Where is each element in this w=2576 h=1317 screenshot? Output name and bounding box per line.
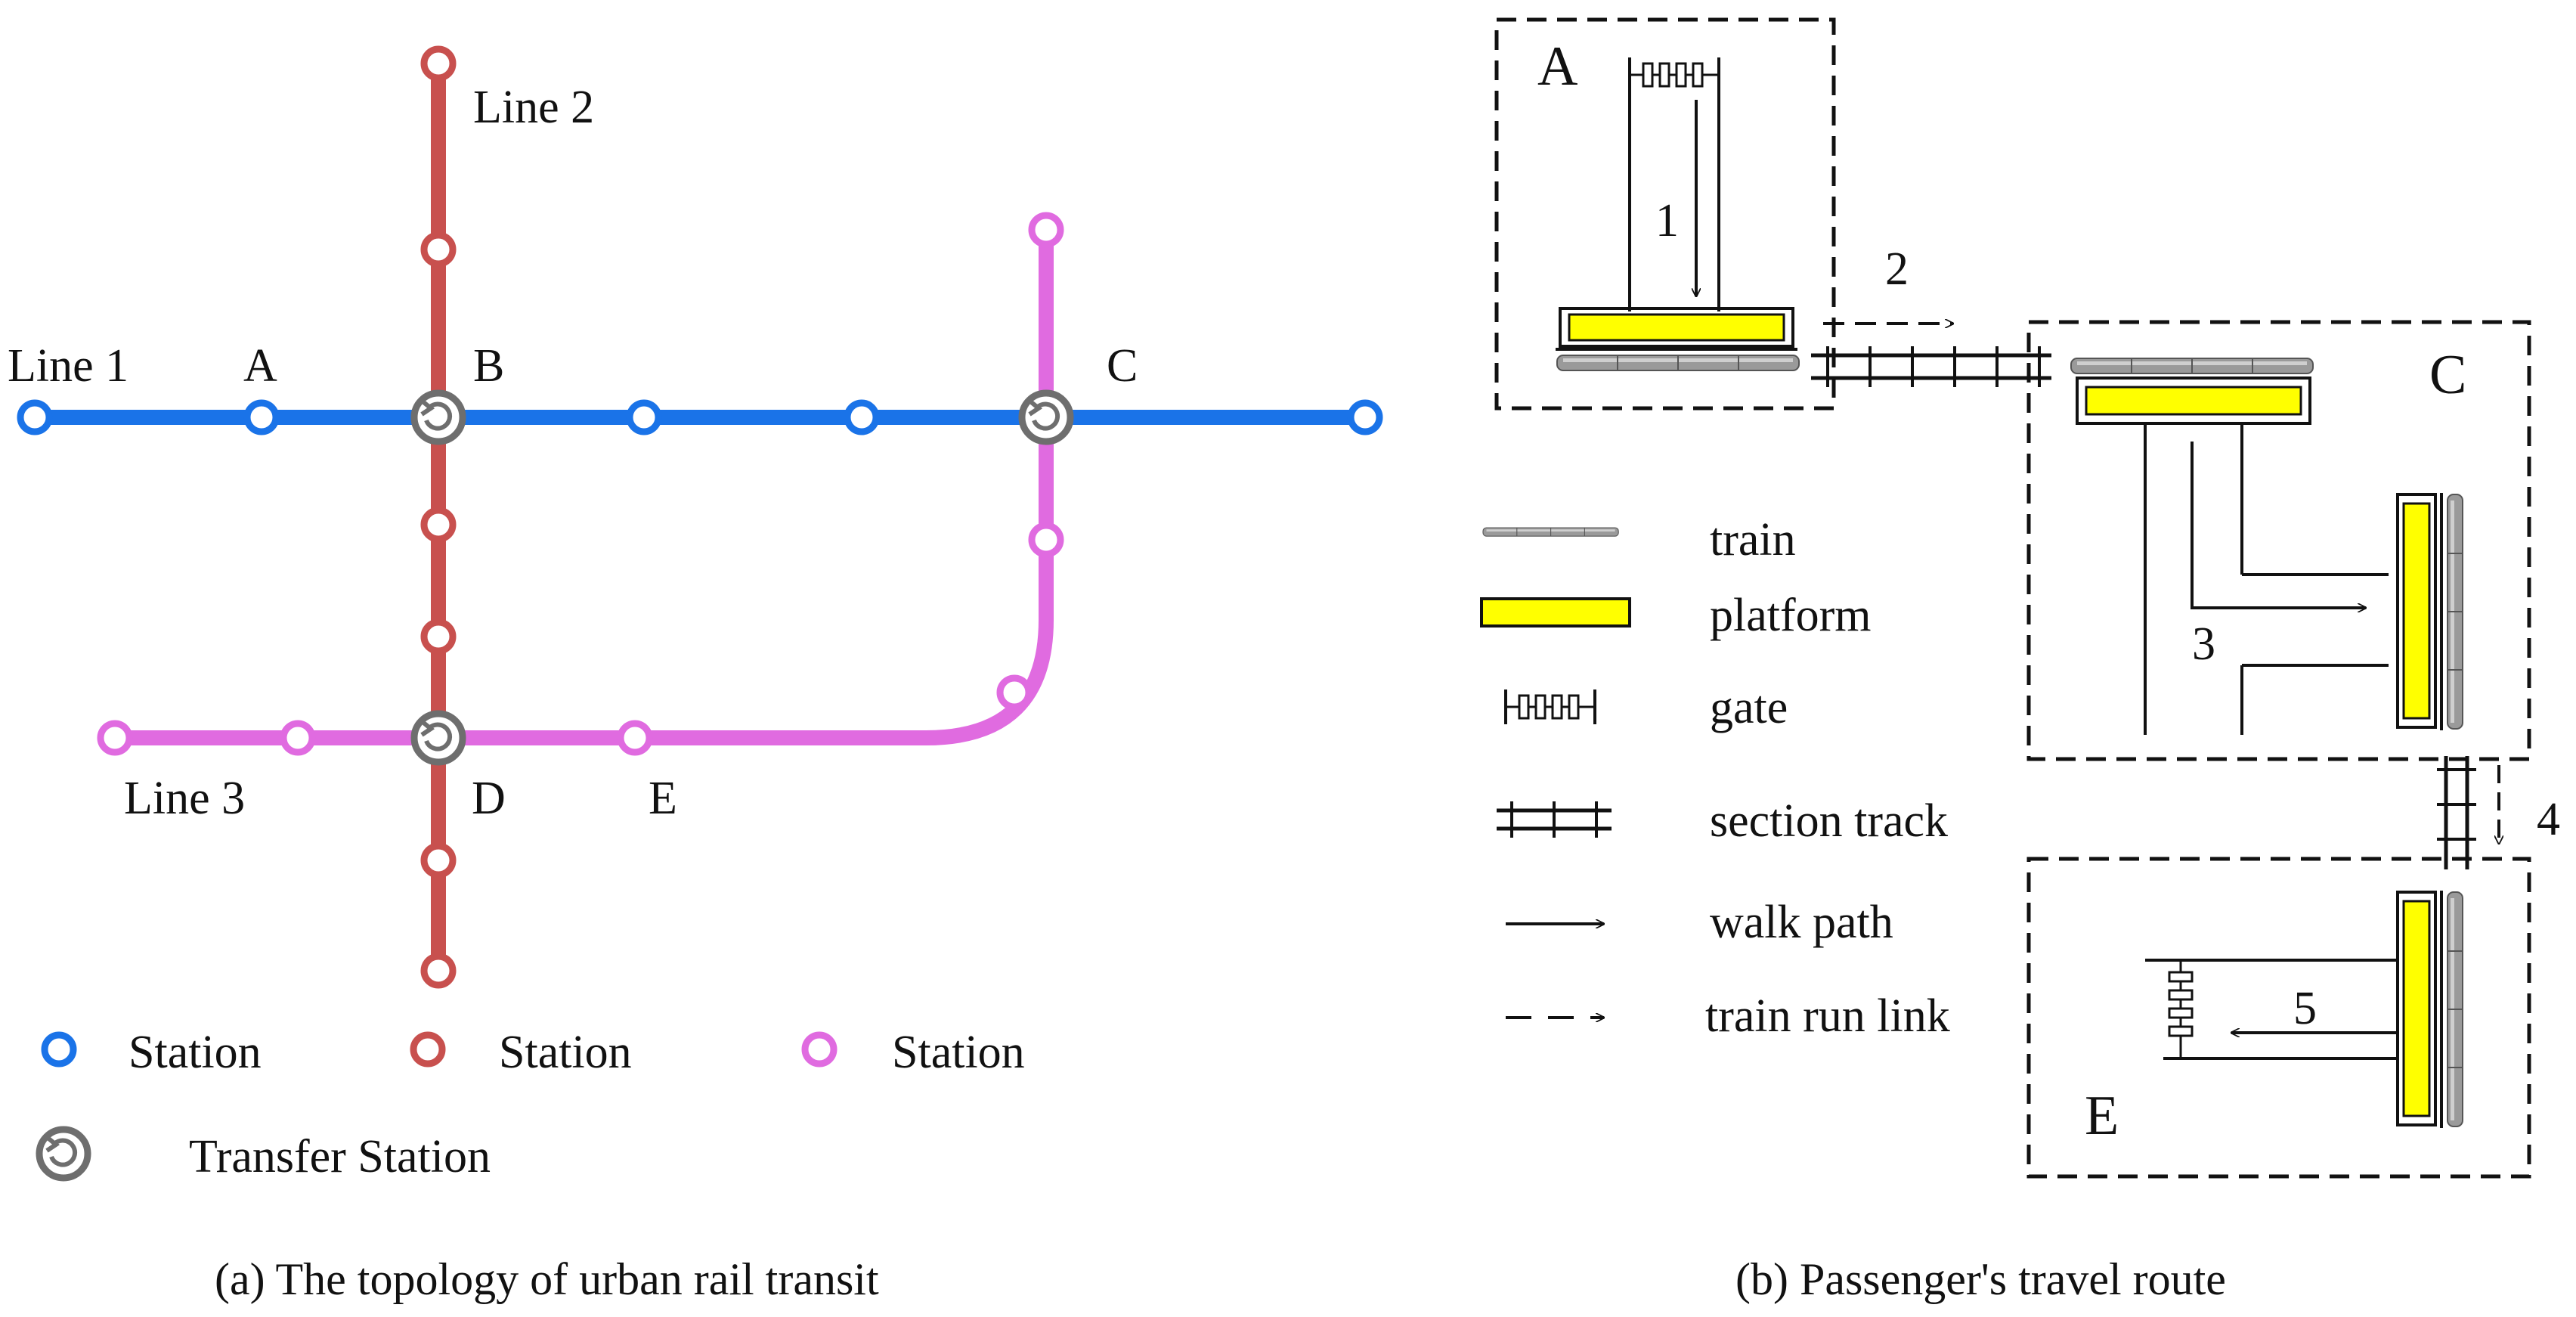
station-circle-icon [420, 953, 457, 989]
legend-gate: gate [1710, 682, 1788, 733]
train-icon [2447, 494, 2463, 730]
station-box-c [2026, 320, 2531, 761]
platform-outline [2396, 891, 2437, 1126]
station-circle-icon [420, 231, 457, 268]
station-circle-icon [420, 842, 457, 879]
train-icon [1556, 355, 1800, 371]
station-circle-icon [1028, 212, 1064, 248]
step-label-1: 1 [1655, 195, 1679, 246]
legend-walk-path: walk path [1710, 897, 1893, 948]
section-track-icon [1811, 346, 2051, 387]
line2-label: Line 2 [473, 82, 594, 133]
line1-label: Line 1 [8, 340, 128, 392]
station-circle-icon [280, 720, 316, 756]
station-label-a: A [243, 340, 277, 392]
step-label-4: 4 [2537, 794, 2560, 845]
transfer-station-icon [414, 714, 463, 762]
station-circle-icon [844, 399, 880, 435]
station-box-a [1494, 17, 1836, 411]
topology-legend: Station Station Station Transfer Station [39, 1027, 1025, 1182]
station-label-b: B [473, 340, 504, 392]
station-circle-icon [97, 720, 133, 756]
gate-icon [2162, 959, 2200, 1060]
legend-section-track: section track [1710, 795, 1948, 847]
step-label-3: 3 [2192, 618, 2215, 670]
section-track-icon [2437, 756, 2476, 869]
platform-outline [1559, 307, 1794, 348]
topology-caption: (a) The topology of urban rail transit [215, 1254, 879, 1304]
station-circle-icon [1028, 522, 1064, 558]
transfer-station-icon [39, 1130, 88, 1178]
station-label-c: C [1107, 340, 1138, 392]
legend-line2-station: Station [499, 1027, 632, 1078]
route-panel: A 1 2 C 3 [1480, 17, 2560, 1304]
gate-icon [1504, 688, 1596, 726]
box-label-e: E [2085, 1085, 2119, 1147]
legend-line3-station: Station [892, 1027, 1025, 1078]
box-label-a: A [1537, 36, 1577, 98]
station-label-d: D [472, 773, 506, 824]
station-circle-icon [41, 1031, 77, 1068]
route-caption: (b) Passenger's travel route [1735, 1254, 2226, 1304]
train-icon [1482, 527, 1619, 537]
transfer-station-icon [414, 393, 463, 442]
step-label-5: 5 [2293, 983, 2317, 1034]
train-icon [2070, 358, 2314, 374]
topology-panel: Line 1 Line 2 Line 3 A B C D E Station S… [8, 45, 1383, 1304]
legend-train: train [1710, 514, 1796, 566]
platform-outline [2076, 377, 2311, 425]
station-circle-icon [801, 1031, 838, 1068]
legend-train-run-link: train run link [1705, 990, 1950, 1042]
gate-icon [1628, 56, 1720, 94]
station-label-e: E [649, 773, 677, 824]
train-icon [2447, 891, 2463, 1127]
station-circle-icon [420, 507, 457, 543]
route-legend: train platform gate section track walk p… [1480, 514, 1950, 1042]
platform-icon [1480, 597, 1631, 628]
walk-path [2191, 442, 2366, 608]
section-track-icon [1497, 801, 1612, 838]
station-circle-icon [420, 45, 457, 82]
line3-track [115, 230, 1054, 745]
box-label-c: C [2429, 344, 2466, 406]
transfer-station-icon [1022, 393, 1070, 442]
station-circle-icon [420, 618, 457, 655]
station-circle-icon [617, 720, 653, 756]
platform-outline [2396, 493, 2437, 729]
station-circle-icon [996, 674, 1033, 711]
step-label-2: 2 [1885, 243, 1909, 295]
station-box-e [2026, 857, 2531, 1179]
platform-icon [2085, 386, 2302, 416]
station-circle-icon [243, 399, 280, 435]
legend-line1-station: Station [128, 1027, 262, 1078]
legend-transfer-station: Transfer Station [189, 1131, 491, 1182]
station-circle-icon [17, 399, 53, 435]
station-circle-icon [410, 1031, 446, 1068]
station-circle-icon [626, 399, 662, 435]
platform-icon [2402, 900, 2431, 1117]
platform-icon [1568, 313, 1785, 342]
platform-icon [2402, 502, 2431, 720]
legend-platform: platform [1710, 590, 1872, 641]
station-circle-icon [1347, 399, 1383, 435]
line3-label: Line 3 [124, 773, 245, 824]
